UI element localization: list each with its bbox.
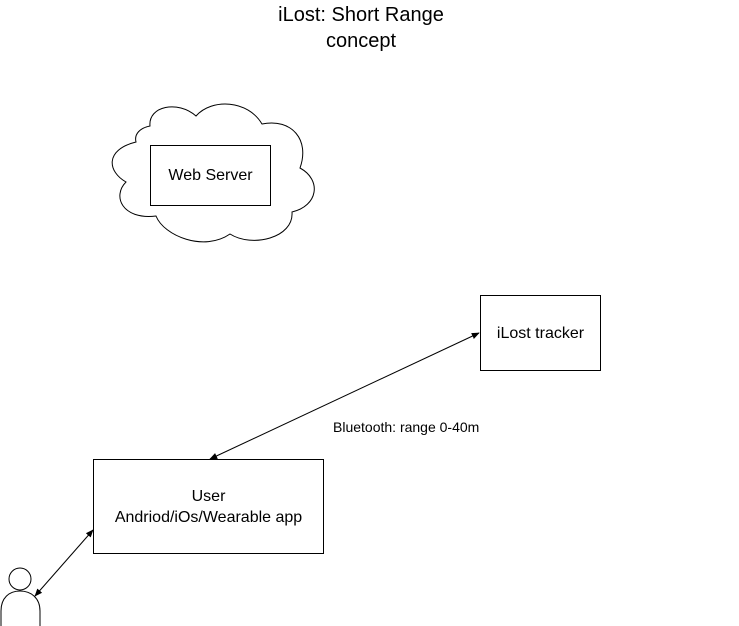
title-line-1: iLost: Short Range <box>278 4 444 26</box>
person-head <box>8 567 32 591</box>
diagram-title: iLost: Short Range concept <box>211 2 511 54</box>
web-server-node: Web Server <box>150 145 271 206</box>
ilost-tracker-label: iLost tracker <box>496 324 585 342</box>
bluetooth-connector <box>209 332 480 460</box>
bluetooth-edge-label: Bluetooth: range 0-40m <box>333 419 480 435</box>
title-line-2: concept <box>325 30 397 52</box>
person-body <box>0 590 41 626</box>
web-server-label: Web Server <box>168 167 253 184</box>
ilost-tracker-node: iLost tracker <box>480 295 601 371</box>
user-app-line-2: Andriod/iOs/Wearable app <box>114 508 303 526</box>
user-app-node: User Andriod/iOs/Wearable app <box>93 459 324 554</box>
user-app-line-1: User <box>191 487 226 505</box>
person-icon <box>0 567 41 626</box>
actor-connector <box>34 529 94 597</box>
